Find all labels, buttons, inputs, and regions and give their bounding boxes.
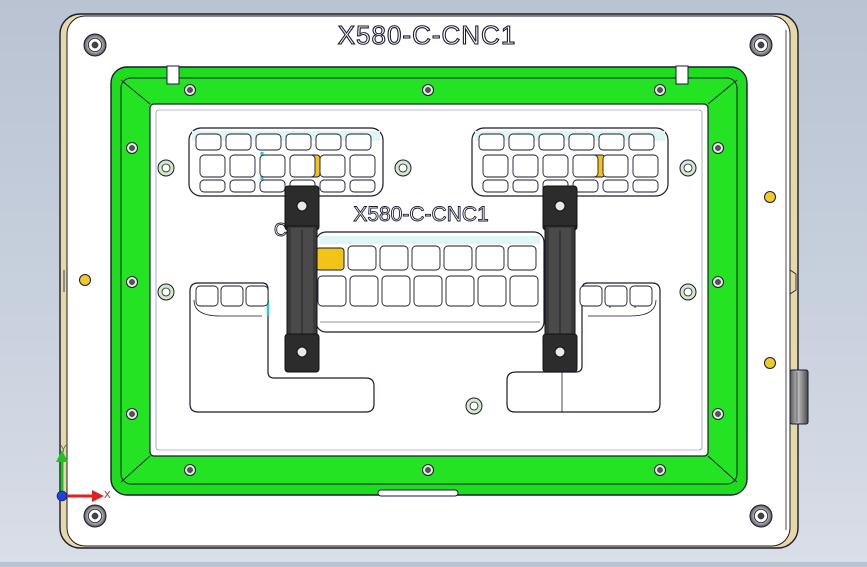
key [509,275,539,307]
key [381,275,411,307]
key [482,154,509,178]
screw-icon [184,464,196,476]
key [475,245,505,271]
screw-icon [83,504,107,528]
screw-icon [712,276,724,288]
key [628,133,655,151]
side-connector [789,369,809,425]
key [195,285,219,307]
pin-icon [764,191,776,203]
key [195,133,222,151]
key [349,179,376,193]
key [445,275,475,307]
pin-icon [79,274,91,286]
pin-icon [764,357,776,369]
key [199,154,226,178]
axis-y-label: Y [60,444,67,455]
key [229,179,256,193]
key [443,245,473,271]
screw-icon [126,276,138,288]
key [477,275,507,307]
key [632,179,659,193]
key [568,133,595,151]
pin-icon [679,159,697,177]
screw-icon [126,408,138,420]
key [598,133,625,151]
handle-left[interactable] [284,185,320,373]
key [411,245,441,271]
handle-right[interactable] [542,185,578,373]
key [349,154,376,178]
key [229,154,256,178]
key [220,285,244,307]
key [315,133,342,151]
key [602,179,629,193]
plate-label: X580-C-CNC1 [338,20,517,50]
key [255,133,282,151]
screw-icon [712,142,724,154]
key [319,154,346,178]
key [317,275,347,307]
key [259,179,286,193]
key [349,275,379,307]
key [632,154,659,178]
key [629,285,653,307]
axis-triad-icon: Y X [56,444,111,502]
pin-icon [157,159,175,177]
screw-icon [422,84,434,96]
key [289,154,316,178]
partial-label: C [274,220,287,240]
screw-icon [654,464,666,476]
key [478,133,505,151]
screw-icon [712,408,724,420]
key [512,179,539,193]
axis-x-label: X [104,490,111,501]
screw-icon [184,84,196,96]
key [507,245,537,271]
key [482,179,509,193]
key [604,285,628,307]
screw-icon [749,504,773,528]
pin-icon [465,397,483,415]
fasteners [79,33,776,528]
key [259,154,286,178]
pin-icon [394,159,412,177]
key [225,133,252,151]
key [512,154,539,178]
key [319,179,346,193]
key-grid [195,133,659,307]
key [285,133,312,151]
screw-icon [126,142,138,154]
key [579,285,603,307]
key [379,245,409,271]
key [347,245,377,271]
key [602,154,629,178]
screw-icon [749,33,773,57]
inner-label: X580-C-CNC1 [353,203,488,226]
key [413,275,443,307]
key [542,154,569,178]
screw-icon [83,33,107,57]
screw-icon [654,84,666,96]
key [508,133,535,151]
key [345,133,372,151]
key [199,179,226,193]
pin-icon [157,283,175,301]
key [245,285,269,307]
key [538,133,565,151]
pin-icon [679,283,697,301]
key [572,154,599,178]
screw-icon [422,464,434,476]
